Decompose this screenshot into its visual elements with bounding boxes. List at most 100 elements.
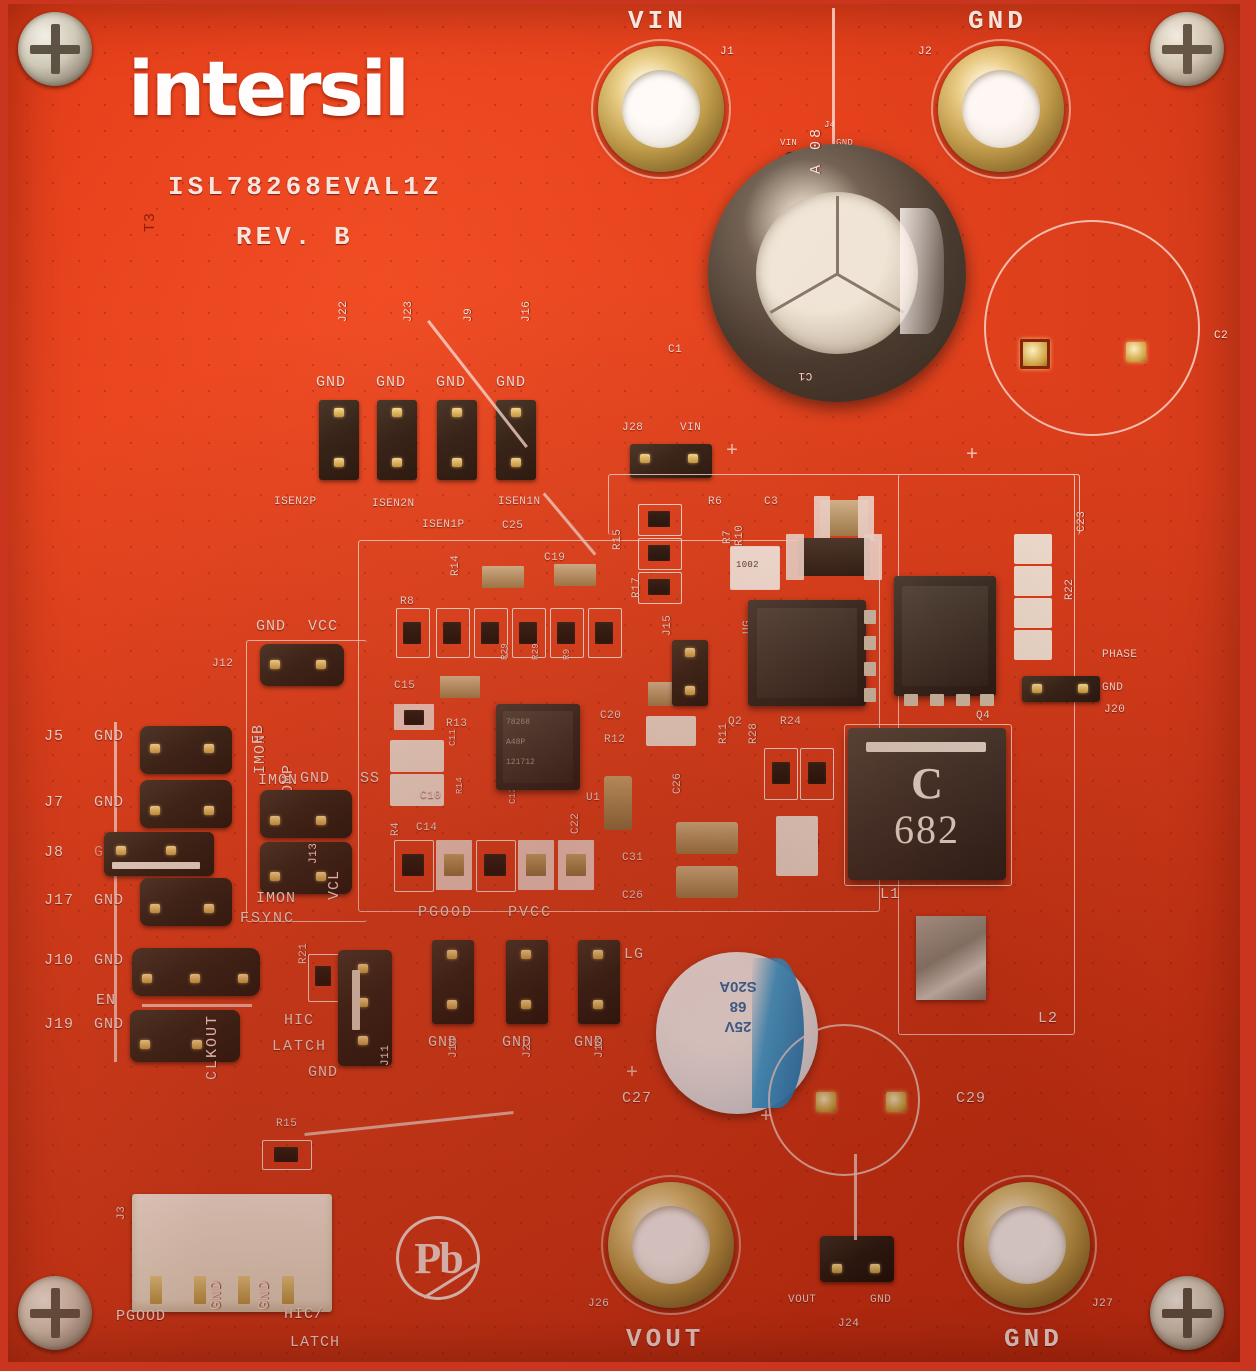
c3-pad-left [814, 496, 830, 540]
j8-shunt[interactable] [104, 832, 214, 876]
c27-polarity-plus: + [626, 1062, 639, 1085]
en-trace [142, 1004, 252, 1007]
t3-marking: T3 [142, 211, 159, 232]
r24-outline-b [800, 748, 834, 800]
j17-header[interactable] [140, 878, 232, 926]
j12-vcc-label: VCC [308, 618, 339, 635]
gnd-top-banana-jack[interactable] [931, 39, 1071, 179]
r6-outline [638, 504, 682, 536]
c29-pad-negative [886, 1092, 906, 1112]
j20-header[interactable] [1022, 676, 1100, 702]
j24-header[interactable] [820, 1236, 894, 1282]
j3-ref: J3 [116, 1205, 128, 1220]
c6-pad-left [786, 534, 804, 580]
q4-mosfet [894, 576, 996, 696]
j7-header[interactable] [140, 780, 232, 828]
r15-ref: R15 [612, 528, 624, 550]
j3-connector[interactable] [132, 1194, 332, 1312]
c2-pad-positive [1020, 339, 1050, 369]
j12-ref: J12 [212, 658, 234, 670]
res-bank-6-body [595, 622, 613, 644]
res-bank-6-outline [588, 608, 622, 658]
gnd-bottom-banana-jack[interactable] [957, 1175, 1097, 1315]
fb-label: FB [250, 723, 267, 744]
j22-gnd-label: GND [316, 374, 347, 391]
j19-header[interactable] [130, 1010, 240, 1062]
l1-inductor: C 682 [848, 728, 1006, 880]
j8-ref: J8 [44, 844, 65, 861]
vout-banana-jack[interactable] [601, 1175, 741, 1315]
j16-ref: J16 [521, 300, 533, 322]
intersil-logo: intersil [128, 44, 410, 133]
c29-footprint-outline [768, 1024, 920, 1176]
vcl-label: VCL [326, 869, 343, 900]
j23-ref: J23 [403, 300, 415, 322]
mounting-screw-bottom-left [18, 1276, 92, 1350]
j10-header[interactable] [132, 948, 260, 996]
c15-ref: C15 [394, 680, 416, 692]
q2-mosfet [748, 600, 866, 706]
vin-banana-jack[interactable] [591, 39, 731, 179]
r-bank-body-a [484, 854, 506, 876]
j18-header[interactable] [578, 940, 620, 1024]
c10-ref: C11 [448, 728, 458, 746]
l2-ref: L2 [1038, 1010, 1059, 1027]
j9-header[interactable] [437, 400, 477, 480]
res-bank-4-outline [512, 608, 546, 658]
u1-controller-ic: 78268 A48P 121712 [496, 704, 580, 790]
c1-ref: C1 [798, 369, 813, 381]
r15-body [648, 579, 670, 595]
j3-pin1-label: PGOOD [116, 1308, 167, 1325]
r8-body [648, 545, 670, 561]
c3-ref: C3 [764, 496, 779, 508]
c14-ref: C19 [544, 552, 566, 564]
j5-header[interactable] [140, 726, 232, 774]
j5-gnd-label: GND [94, 728, 125, 745]
c27-ref: C27 [622, 1090, 653, 1107]
isen1n-label: ISEN1N [498, 496, 541, 508]
imon-fsync-header[interactable] [260, 842, 352, 894]
r28-ref: R28 [748, 722, 760, 744]
c23-part-a [1014, 534, 1052, 564]
board-revision: REV. B [236, 222, 354, 252]
pcb-substrate: intersil ISL78268EVAL1Z REV. B T3 VIN J1… [8, 4, 1240, 1362]
r7-ref: R8 [400, 596, 415, 608]
c25-ref: C25 [502, 520, 524, 532]
c9-ref: C10 [420, 790, 442, 802]
res-bank-4-body [519, 622, 537, 644]
gnd-bottom-terminal-label: GND [1004, 1324, 1063, 1354]
q4-lead-3 [956, 694, 970, 706]
j21-header[interactable] [506, 940, 548, 1024]
j22-header[interactable] [319, 400, 359, 480]
j14-header[interactable] [432, 940, 474, 1024]
j3-pin3-label: GND [256, 1279, 273, 1310]
j23-header[interactable] [377, 400, 417, 480]
j28-header[interactable] [630, 444, 712, 478]
j3-pin4-label-2: LATCH [290, 1334, 341, 1351]
j15-header[interactable] [672, 640, 708, 706]
fsync-label: FSYNC [240, 910, 296, 927]
r4-outline [394, 840, 434, 892]
j11-header[interactable] [338, 950, 392, 1066]
j13-ref: J13 [308, 842, 320, 864]
j4-ref: J4 [824, 120, 836, 130]
c23-ref: C23 [1076, 510, 1088, 532]
j9-ref: J9 [463, 307, 475, 322]
c15-body [440, 676, 480, 698]
r22-ref: R22 [1064, 578, 1076, 600]
r10-ref: R10 [734, 524, 746, 546]
j7-ref: J7 [44, 794, 65, 811]
isen1p-label: ISEN1P [422, 519, 465, 531]
ss-header[interactable] [260, 790, 352, 838]
r24-body-b [808, 762, 826, 784]
isen2p-label: ISEN2P [274, 496, 317, 508]
j12-header[interactable] [260, 644, 344, 686]
r13-outline [390, 740, 444, 772]
pvcc-label: PVCC [508, 904, 553, 921]
r8-ref: R7 [722, 529, 734, 544]
r11-ref: R15 [276, 1118, 298, 1130]
r21-ref: R11 [718, 722, 730, 744]
j10-gnd-label: GND [94, 952, 125, 969]
j24-vout-label: VOUT [788, 1294, 817, 1306]
